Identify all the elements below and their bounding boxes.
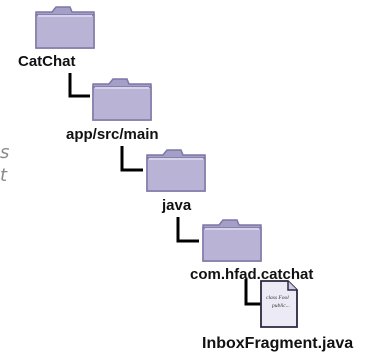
java-file-icon: class Fool public... [260, 280, 298, 328]
folder-icon [202, 219, 262, 262]
folder-label-catchat: CatChat [18, 53, 76, 70]
folder-app-src-main[interactable] [91, 76, 153, 127]
connector-java-to-package [176, 217, 199, 243]
handwritten-note-line-2: t [0, 165, 8, 186]
folder-java[interactable] [145, 147, 207, 198]
folder-icon [92, 78, 152, 121]
folder-label-app-src-main: app/src/main [66, 126, 159, 143]
folder-label-com-hfad-catchat: com.hfad.catchat [190, 266, 314, 283]
file-preview-line-2: public... [271, 303, 290, 309]
file-preview-line-1: class Fool [266, 295, 289, 301]
connector-app-to-java [120, 146, 143, 172]
connector-catchat-to-app [68, 73, 90, 98]
folder-icon [146, 149, 206, 192]
handwritten-note-line-1: s [0, 142, 10, 163]
connector-package-to-file [244, 279, 262, 306]
folder-catchat[interactable] [34, 4, 96, 55]
file-inboxfragment-java[interactable]: class Fool public... [258, 279, 300, 334]
folder-icon [35, 6, 95, 49]
folder-label-java: java [162, 197, 192, 214]
file-label-inboxfragment-java: InboxFragment.java [202, 335, 354, 352]
folder-com-hfad-catchat[interactable] [201, 217, 263, 268]
